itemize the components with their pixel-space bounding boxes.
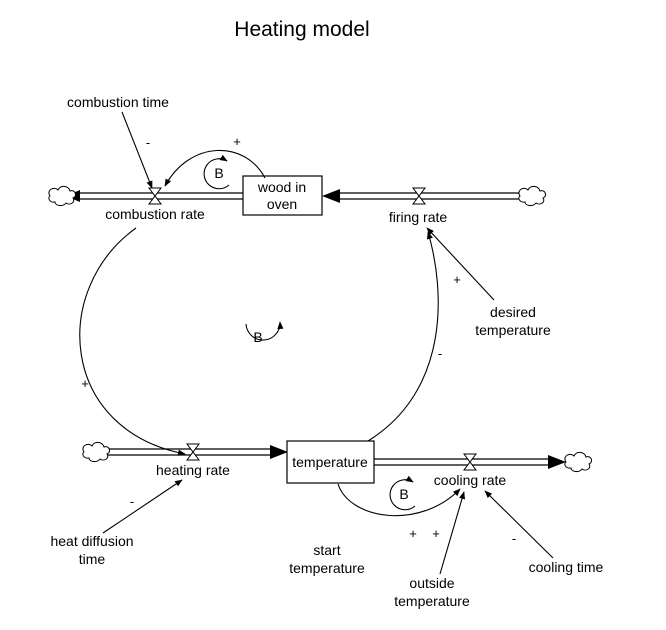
polarity-wood-to-combustion: + <box>233 134 241 149</box>
combustion-rate-valve-icon <box>148 187 162 205</box>
link-desired-to-firing <box>426 227 495 301</box>
heating-rate-valve-icon <box>186 443 200 461</box>
polarity-heat-diffusion: - <box>130 494 134 509</box>
source-sink-cloud-icon <box>518 185 547 206</box>
link-temperature-to-firing <box>367 231 439 442</box>
svg-text:B: B <box>399 486 408 502</box>
wood-in-oven-stock <box>242 175 323 216</box>
firing-rate-label: firing rate <box>389 209 448 225</box>
wood-in-oven-label-line2: oven <box>267 196 297 212</box>
firing-rate-pipe <box>322 189 520 203</box>
link-combustion-to-heating <box>79 227 186 456</box>
cooling-rate-valve-icon <box>463 453 477 471</box>
cooling-rate-pipe <box>374 455 566 469</box>
polarity-combustion-to-heating: + <box>81 376 89 391</box>
polarity-desired-to-firing: + <box>453 272 461 287</box>
outside-temperature-label-line1: outside <box>409 575 454 591</box>
balancing-loop-top-icon: B <box>203 154 230 190</box>
heat-diffusion-time-label-line1: heat diffusion <box>50 533 133 549</box>
polarity-cooling-time: - <box>512 531 516 546</box>
link-temperature-to-cooling <box>337 483 461 517</box>
svg-text:B: B <box>214 165 223 181</box>
link-combustion-time <box>121 111 153 189</box>
start-temperature-label-line1: start <box>313 542 340 558</box>
link-wood-to-combustion <box>164 149 266 187</box>
balancing-loop-bottom-icon: B <box>389 475 416 511</box>
polarity-combustion-time: - <box>146 135 150 150</box>
source-sink-cloud-icon <box>564 451 593 472</box>
source-sink-cloud-icon <box>82 441 111 462</box>
desired-temperature-label-line2: temperature <box>475 322 551 338</box>
polarity-outside-to-cooling: + <box>432 526 440 541</box>
source-sink-cloud-icon <box>48 185 77 206</box>
link-heat-diffusion <box>102 479 183 534</box>
firing-rate-valve-icon <box>412 187 426 205</box>
temperature-label: temperature <box>292 454 368 470</box>
desired-temperature-label-line1: desired <box>490 304 536 320</box>
combustion-rate-label: combustion rate <box>105 206 205 222</box>
heat-diffusion-time-label-line2: time <box>79 551 106 567</box>
heating-rate-label: heating rate <box>156 462 230 478</box>
cooling-rate-label: cooling rate <box>434 472 507 488</box>
wood-in-oven-label-line1: wood in <box>257 179 306 195</box>
temperature-stock <box>286 440 375 484</box>
combustion-time-label: combustion time <box>67 94 169 110</box>
polarity-temperature-to-firing: - <box>438 346 442 361</box>
cooling-time-label: cooling time <box>529 559 604 575</box>
diagram-title: Heating model <box>234 18 369 41</box>
heating-rate-pipe <box>100 445 288 459</box>
outside-temperature-label-line2: temperature <box>394 593 470 609</box>
link-cooling-time <box>484 490 554 559</box>
start-temperature-label-line2: temperature <box>289 560 365 576</box>
svg-text:B: B <box>253 329 262 345</box>
link-outside-to-cooling <box>439 491 466 575</box>
balancing-loop-center-icon: B <box>245 321 284 345</box>
polarity-temperature-to-cooling: + <box>409 526 417 541</box>
